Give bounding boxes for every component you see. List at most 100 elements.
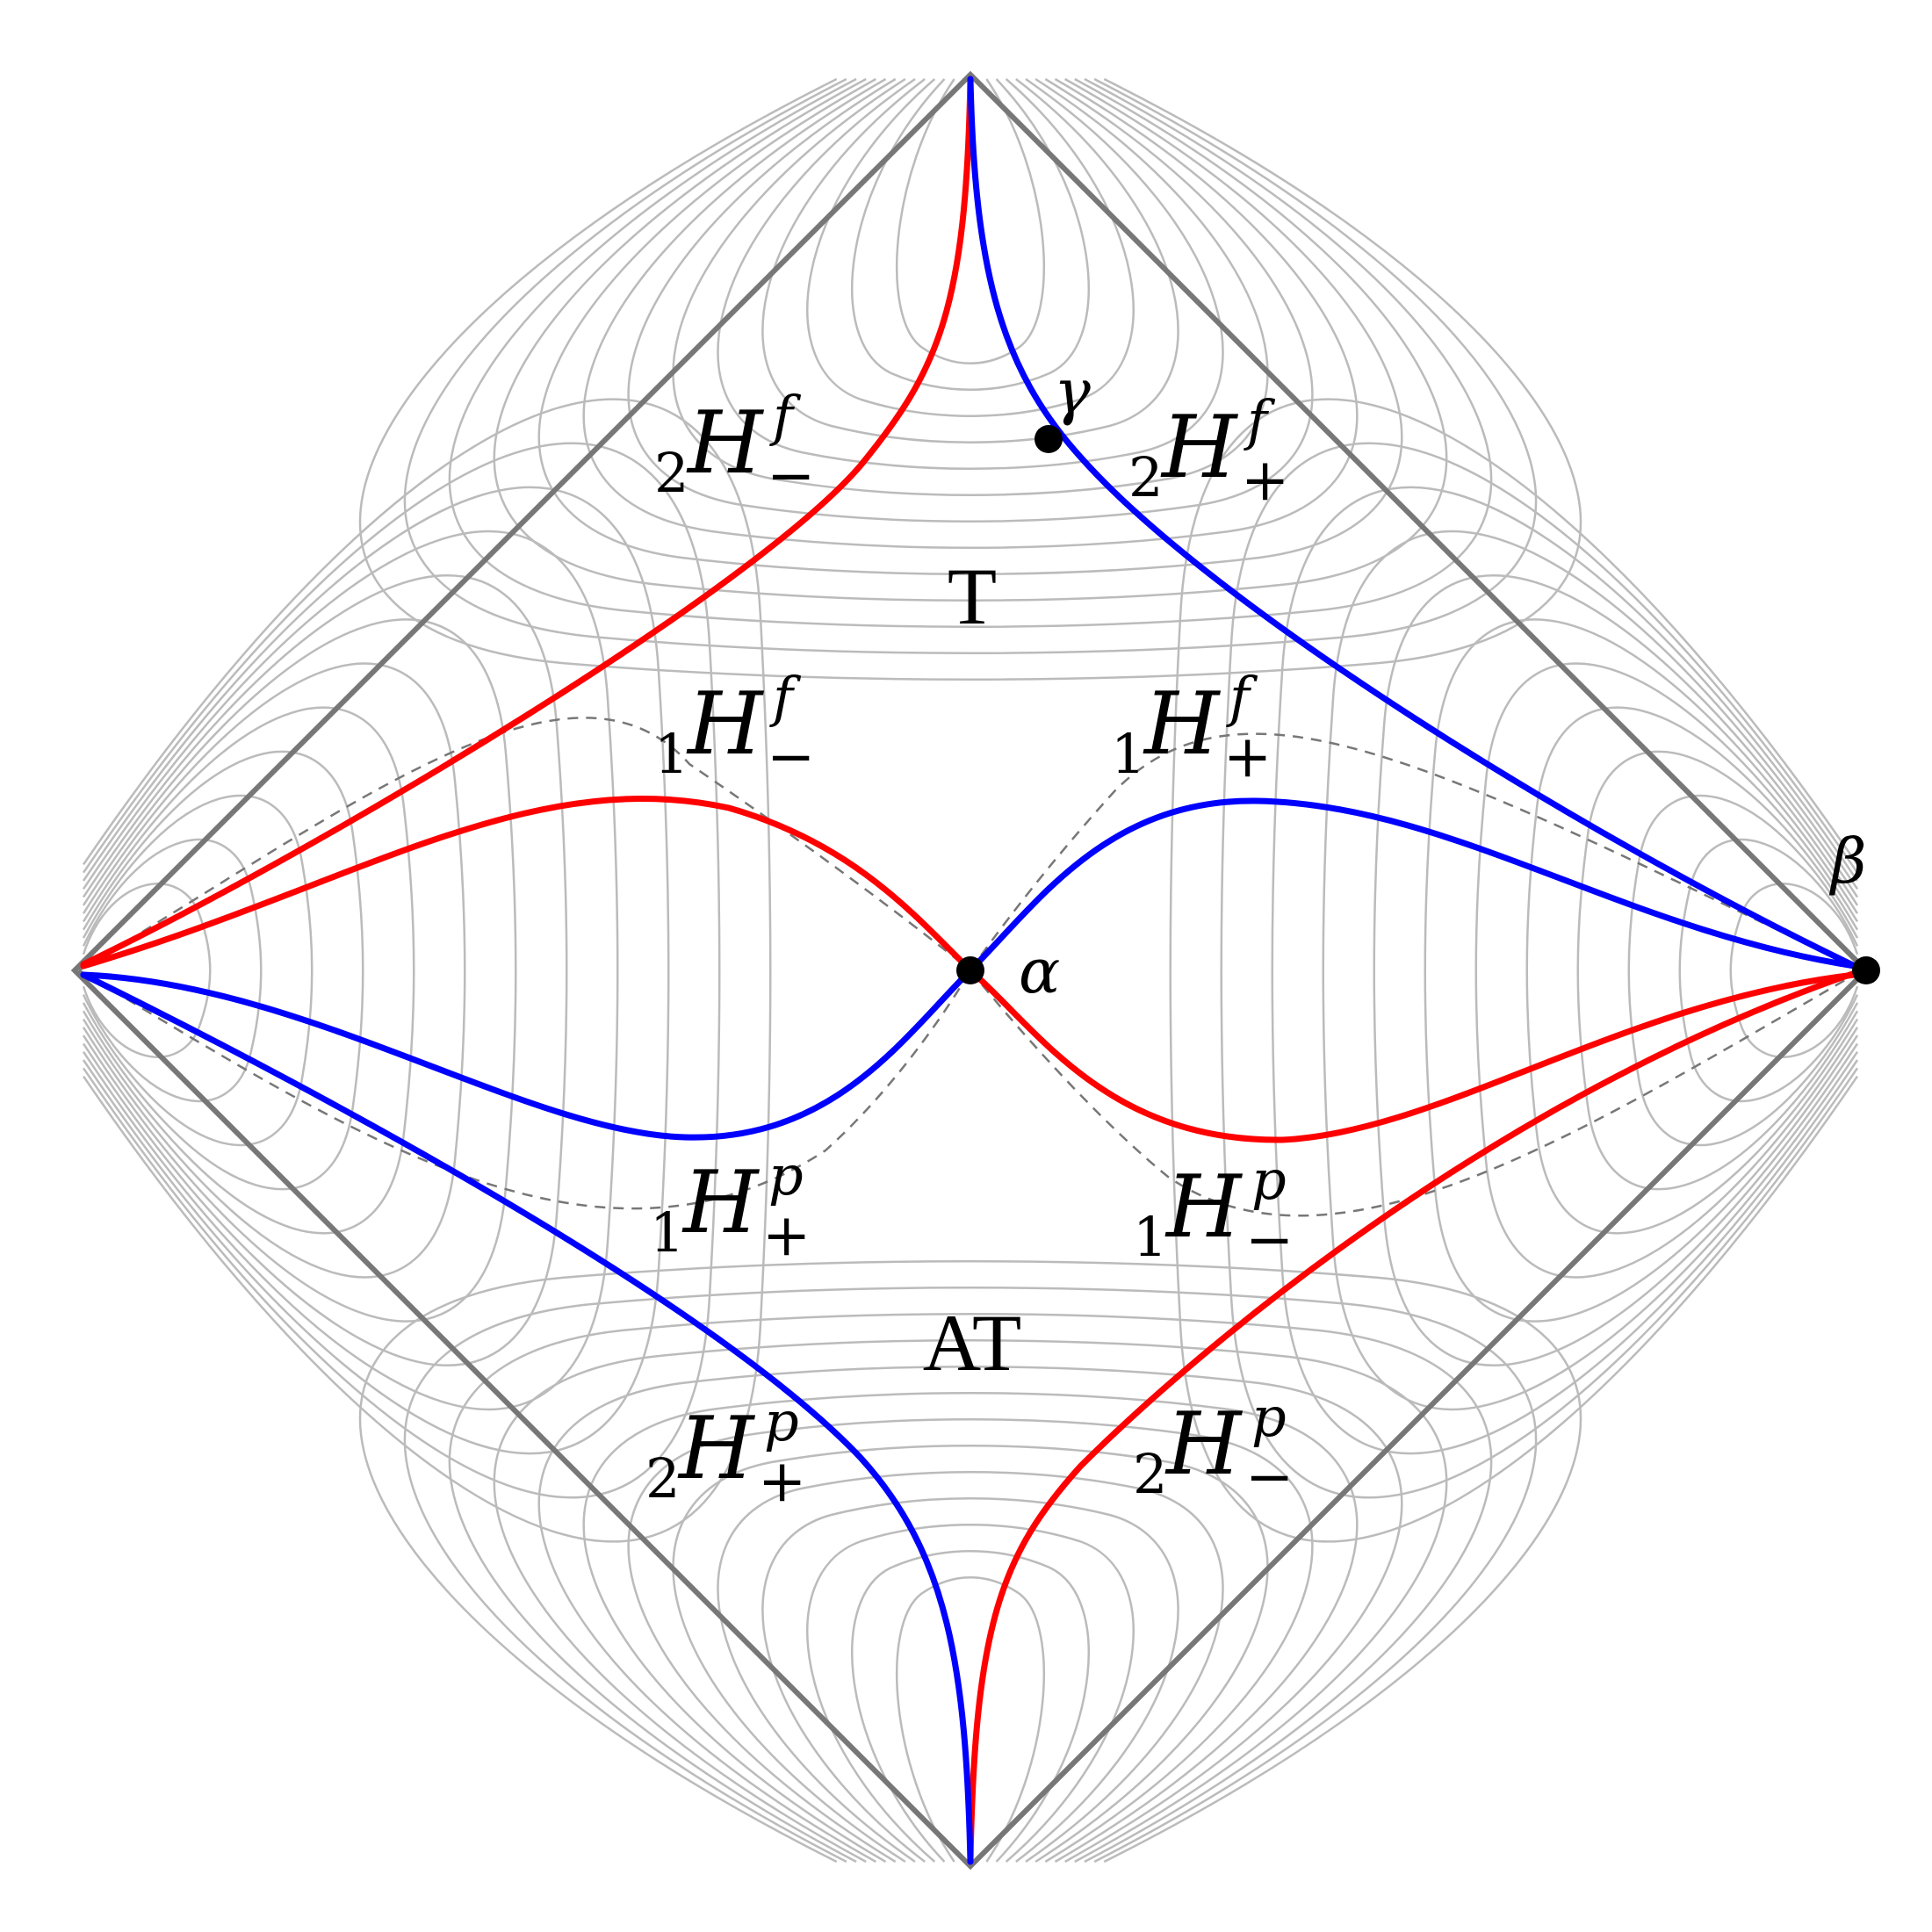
contour-top	[582, 77, 1359, 549]
contour-top	[358, 77, 1582, 681]
horizon-superscript: p	[1251, 1385, 1287, 1449]
contour-bottom	[358, 1260, 1582, 1864]
dashed-horizon-top-left	[78, 717, 971, 972]
contour-lines	[82, 77, 1859, 1864]
horizon-prefix: 1	[1111, 722, 1145, 786]
contour-bottom	[582, 1392, 1359, 1864]
contour-bottom	[851, 1550, 1090, 1863]
contour-left	[82, 750, 364, 1191]
contour-right	[1678, 838, 1859, 1103]
horizon-prefix: 1	[650, 1200, 684, 1265]
contour-top	[403, 77, 1538, 654]
horizon-symbol: H	[686, 393, 765, 494]
contour-left	[82, 486, 670, 1455]
horizon-superscript: f	[769, 384, 802, 448]
point-beta	[1852, 956, 1880, 984]
contour-bottom	[717, 1471, 1224, 1864]
contour-right	[1271, 486, 1859, 1455]
horizon-symbol: H	[1164, 1157, 1244, 1258]
contour-bottom	[448, 1313, 1493, 1864]
point-gamma	[1034, 425, 1063, 453]
diagram-boundary	[70, 70, 1871, 1871]
contour-left	[82, 618, 517, 1323]
horizon-prefix: 1	[1133, 1205, 1167, 1269]
horizon-superscript: p	[764, 1389, 799, 1453]
contour-right	[1169, 398, 1859, 1543]
label-alpha: α	[1019, 935, 1060, 1007]
horizon-symbol: H	[686, 674, 765, 775]
horizon-symbol: H	[1164, 1395, 1244, 1495]
contour-top	[493, 77, 1448, 602]
red-curves	[80, 76, 1858, 1865]
contour-right	[1576, 750, 1859, 1191]
dashed-horizon-bottom-right	[970, 969, 1863, 1217]
blue-curve-middle-left	[80, 967, 974, 1141]
contour-left	[82, 442, 721, 1499]
contour-left	[82, 530, 619, 1411]
horizon-subscript: −	[1245, 1206, 1294, 1273]
blue-curves	[80, 76, 1858, 1865]
contour-right	[1220, 442, 1859, 1499]
label-beta: β	[1828, 825, 1866, 898]
marked-points	[956, 425, 1880, 984]
red-curve-bottom	[967, 970, 1858, 1865]
horizon-symbol: H	[1160, 398, 1239, 498]
horizon-superscript: f	[1226, 665, 1258, 729]
horizon-prefix: 2	[1128, 445, 1163, 509]
red-curve-middle-left	[80, 796, 974, 974]
dashed-horizons	[78, 717, 1863, 1217]
label-gamma: γ	[1054, 356, 1091, 428]
horizon-superscript: p	[1251, 1148, 1287, 1212]
contour-top	[806, 78, 1135, 417]
contour-right	[1729, 883, 1859, 1058]
horizon-prefix: 2	[645, 1446, 680, 1510]
blue-curve-middle-right	[967, 797, 1858, 974]
contour-left	[82, 838, 263, 1103]
red-curve-middle-right	[967, 967, 1858, 1143]
contour-top	[896, 78, 1045, 364]
horizon-subscript: −	[1245, 1443, 1294, 1510]
dashed-horizon-bottom-left	[78, 969, 972, 1210]
contour-left	[82, 398, 772, 1543]
contour-top	[851, 78, 1090, 391]
contour-bottom	[627, 1418, 1314, 1864]
horizon-symbol: H	[1143, 674, 1222, 775]
contour-bottom	[672, 1445, 1269, 1864]
contour-left	[82, 794, 314, 1147]
horizon-prefix: 2	[1133, 1442, 1167, 1506]
horizon-subscript: +	[762, 1201, 811, 1269]
contour-right	[1525, 706, 1859, 1235]
horizon-prefix: 1	[654, 722, 688, 786]
horizon-prefix: 2	[654, 441, 688, 505]
contour-right	[1424, 618, 1859, 1323]
contour-left	[82, 574, 568, 1366]
horizon-subscript: +	[1223, 723, 1272, 790]
contour-bottom	[493, 1339, 1448, 1864]
contour-top	[717, 77, 1224, 470]
contour-right	[1474, 662, 1859, 1279]
horizon-superscript: f	[769, 665, 802, 729]
region-label-past: AT	[923, 1298, 1021, 1388]
contour-bottom	[896, 1576, 1045, 1863]
horizon-superscript: p	[768, 1143, 804, 1208]
contour-bottom	[537, 1366, 1403, 1864]
horizon-superscript: f	[1244, 388, 1276, 452]
contour-top	[448, 77, 1493, 628]
horizon-symbol: H	[677, 1399, 756, 1499]
horizon-subscript: +	[1241, 446, 1289, 514]
contour-top	[627, 77, 1314, 523]
blue-curve-bottom	[80, 971, 974, 1865]
red-curve-top	[80, 76, 974, 968]
point-alpha	[956, 956, 984, 984]
contour-top	[672, 77, 1269, 496]
contour-left	[82, 883, 212, 1058]
contour-bottom	[806, 1524, 1135, 1863]
